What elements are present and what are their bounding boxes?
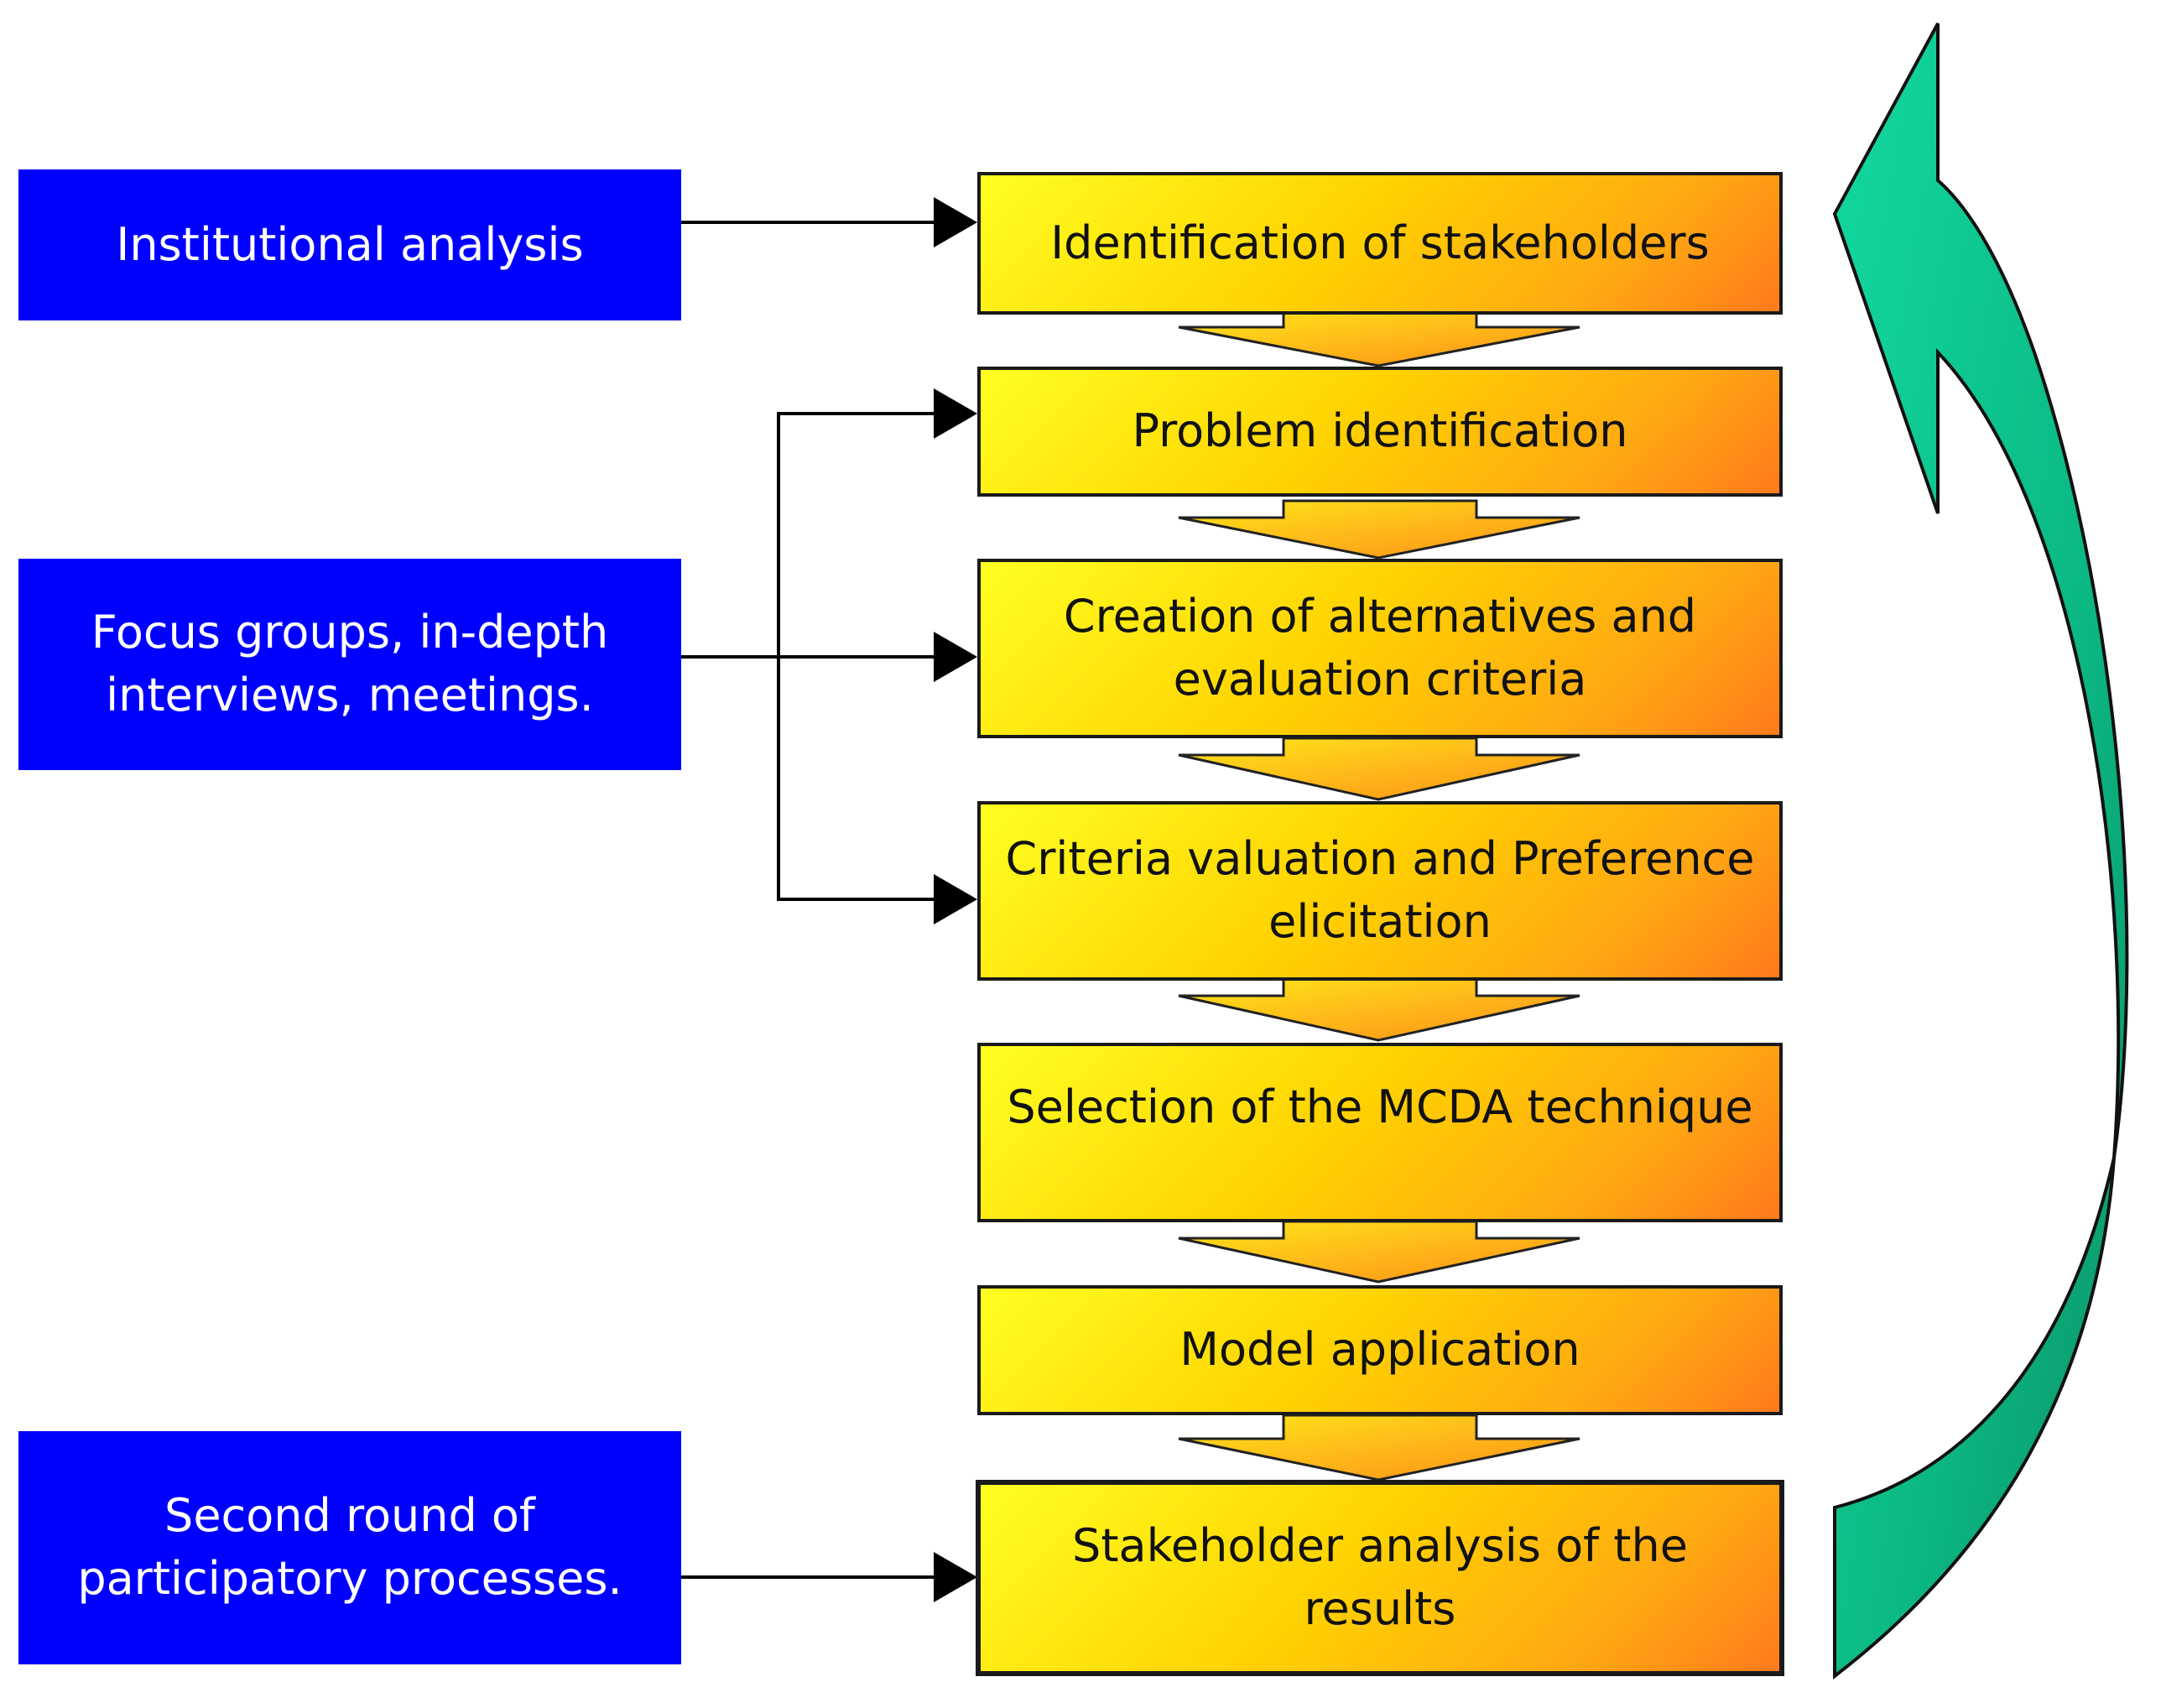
arrowhead-icon [934,197,977,247]
step-creation-of-alternatives: Creation of alternatives and evaluation … [977,559,1783,738]
chevron-arrow-3 [1178,737,1580,801]
connector-focus-branch [777,412,940,901]
input-focus-groups: Focus groups, in-depth interviews, meeti… [18,559,681,770]
step-identification-label: Identification of stakeholders [1050,216,1710,269]
input-institutional-analysis: Institutional analysis [18,169,681,320]
step-problem-label: Problem identification [1132,404,1628,458]
step-alternatives-label: Creation of alternatives and evaluation … [1063,590,1697,706]
connector-lines [681,221,940,1579]
step-model-label: Model application [1179,1323,1580,1377]
chevron-arrow-1 [1178,310,1580,367]
arrowhead-icon [934,874,977,924]
step-selection-of-mcda: Selection of the MCDA technique [977,1043,1783,1222]
arrowhead-icon [934,632,977,682]
step-mcda-label: Selection of the MCDA technique [1007,1081,1753,1133]
input-second-round-label: Second round of participatory processes. [77,1489,622,1605]
feedback-loop-arrow [1832,23,2129,1680]
step-criteria-valuation: Criteria valuation and Preference elicit… [977,801,1783,981]
step-problem-identification: Problem identification [977,367,1783,497]
arrowhead-icon [934,1552,977,1602]
input-second-round: Second round of participatory processes. [18,1431,681,1664]
step-model-application: Model application [977,1285,1783,1415]
chevron-arrow-4 [1178,977,1580,1042]
connector-arrowheads [934,197,977,1602]
input-institutional-label: Institutional analysis [116,217,584,271]
chevron-arrow-5 [1178,1220,1580,1284]
chevron-arrow-6 [1178,1414,1580,1481]
step-stakeholder-analysis: Stakeholder analysis of the results [976,1480,1784,1676]
step-valuation-label: Criteria valuation and Preference elicit… [1005,832,1755,948]
arrowhead-icon [934,388,977,439]
step-chevrons [1178,310,1580,1481]
step-analysis-label: Stakeholder analysis of the results [1072,1519,1688,1635]
chevron-arrow-2 [1178,499,1580,560]
input-focus-label: Focus groups, in-depth interviews, meeti… [91,606,609,721]
step-identification-of-stakeholders: Identification of stakeholders [977,172,1783,315]
